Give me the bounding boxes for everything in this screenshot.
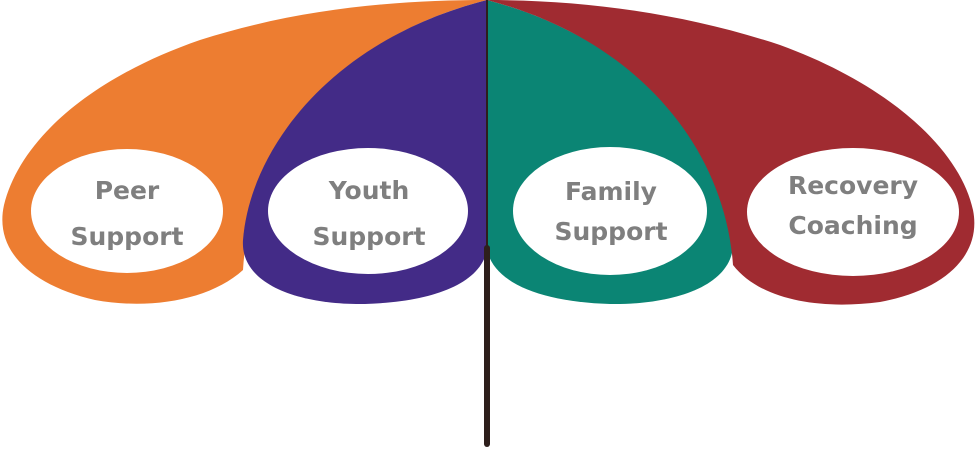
youth-support-label-line1: Youth — [328, 176, 410, 205]
family-support-label-line2: Support — [554, 217, 667, 246]
recovery-coaching-ellipse — [747, 148, 959, 276]
family-support-ellipse — [513, 147, 707, 275]
peer-support-ellipse — [31, 149, 223, 273]
peer-support-label-line2: Support — [70, 222, 183, 251]
family-support-label-line1: Family — [565, 177, 657, 206]
recovery-coaching-label-line2: Coaching — [788, 211, 917, 240]
youth-support-ellipse — [268, 148, 468, 274]
recovery-coaching-label-line1: Recovery — [788, 171, 918, 200]
youth-support-label-line2: Support — [312, 222, 425, 251]
peer-support-label-line1: Peer — [95, 176, 160, 205]
